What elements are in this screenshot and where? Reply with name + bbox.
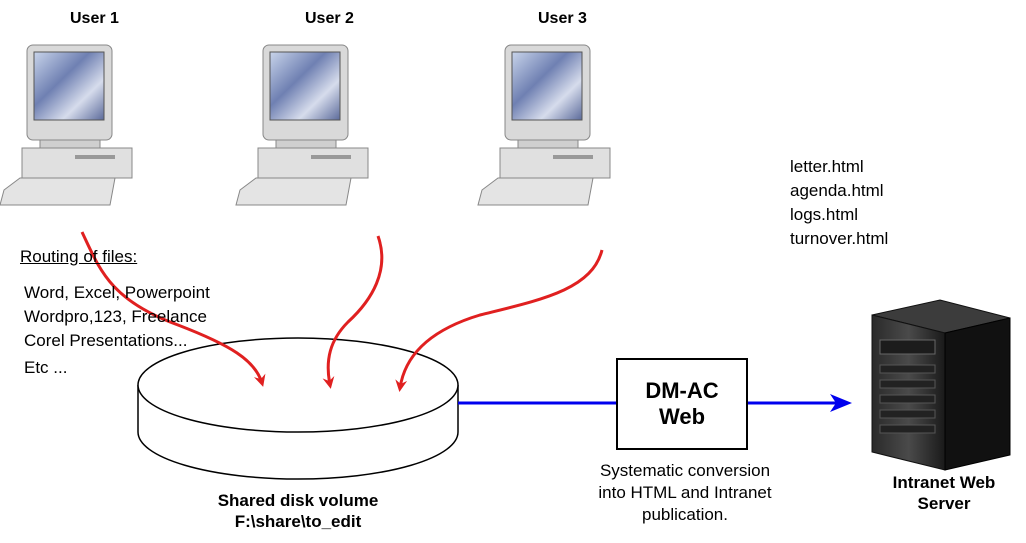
conversion-line-3: publication. xyxy=(641,505,728,524)
routing-line-1: Word, Excel, Powerpoint xyxy=(24,283,210,302)
user-1-label: User 1 xyxy=(70,10,119,27)
route-arrow-user2 xyxy=(322,235,384,389)
shared-disk-icon xyxy=(137,337,459,480)
route-arrow-user1 xyxy=(80,231,266,387)
computer-3-icon xyxy=(477,44,611,206)
conversion-line-2: into HTML and Intranet xyxy=(598,483,772,502)
converter-subtitle: Web xyxy=(658,404,706,429)
server-label: Intranet Web Server xyxy=(862,472,1026,514)
conversion-caption: Systematic conversion into HTML and Intr… xyxy=(555,460,815,526)
routing-line-2: Wordpro,123, Freelance xyxy=(24,307,208,326)
routing-heading: Routing of files: xyxy=(20,247,138,266)
file-item: logs.html xyxy=(790,205,859,224)
routing-line-3: Corel Presentations... xyxy=(24,331,188,350)
disk-label-line-1: Shared disk volume xyxy=(217,491,379,510)
routing-line-4: Etc ... xyxy=(24,358,68,377)
route-arrow-user3 xyxy=(395,249,604,392)
file-item: agenda.html xyxy=(790,181,884,200)
html-files-list: letter.html agenda.html logs.html turnov… xyxy=(790,155,888,251)
file-item: turnover.html xyxy=(790,229,889,248)
server-label-line-1: Intranet Web xyxy=(892,473,996,492)
disk-label-line-2: F:\share\to_edit xyxy=(234,512,362,531)
server-label-line-2: Server xyxy=(917,494,971,513)
user-2-label: User 2 xyxy=(305,10,354,27)
server-icon xyxy=(871,299,1011,471)
disk-label: Shared disk volume F:\share\to_edit xyxy=(188,490,408,532)
converter-box: DM-AC Web xyxy=(616,358,748,450)
file-item: letter.html xyxy=(790,157,864,176)
computer-2-icon xyxy=(235,44,369,206)
computer-1-icon xyxy=(0,44,133,206)
conversion-line-1: Systematic conversion xyxy=(599,461,771,480)
converter-title: DM-AC xyxy=(645,378,719,403)
user-3-label: User 3 xyxy=(538,10,587,27)
